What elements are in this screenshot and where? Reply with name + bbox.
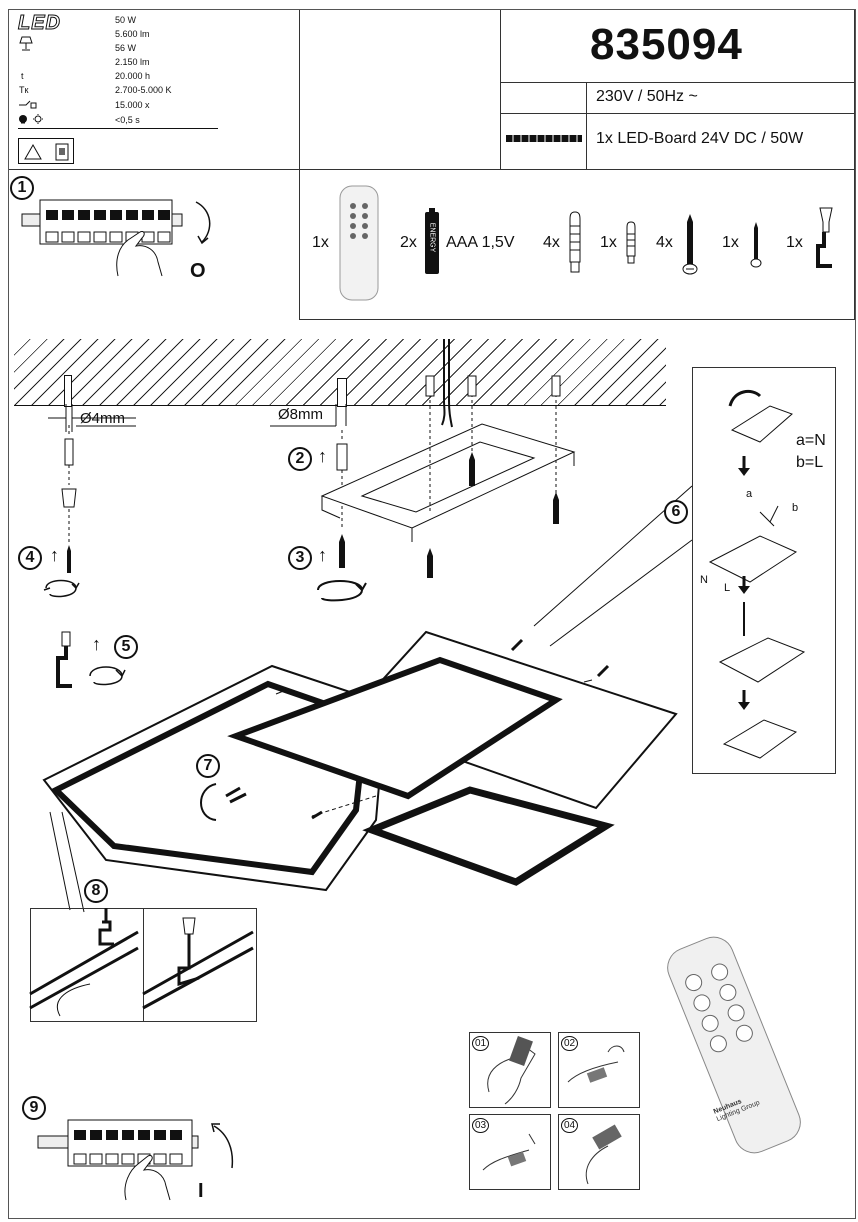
up-arrow-icon: ↑ — [92, 634, 101, 654]
battery-step-drawing — [482, 1133, 536, 1171]
header-divider — [500, 82, 855, 83]
dimension-4mm — [48, 404, 136, 432]
header-empty-cell — [299, 9, 501, 170]
wire-n-label: N — [700, 574, 708, 586]
rotate-screw-icon — [200, 783, 247, 821]
switch-on-label: I — [198, 1180, 204, 1202]
wiring-b-label: b=L — [796, 454, 824, 471]
screw-icon — [682, 214, 698, 276]
wiring-panel — [692, 367, 836, 774]
hook-tool-icon — [814, 206, 840, 276]
wall-plug-icon — [568, 211, 582, 274]
cable-icon — [440, 339, 454, 429]
lifetime-icon: t — [21, 71, 24, 81]
battery-step-panel — [469, 1032, 551, 1108]
step-7-badge: 7 — [196, 754, 220, 778]
drill-hole — [337, 378, 347, 407]
step-1-badge: 1 — [10, 176, 34, 200]
part-qty: 1x — [312, 234, 329, 251]
battery-step-drawing — [487, 1036, 536, 1105]
article-number: 835094 — [590, 20, 743, 69]
rotate-arrow-icon — [89, 666, 126, 686]
small-screw-icon — [750, 222, 762, 268]
color-temp-icon: Tк — [19, 85, 29, 95]
led-board-icon — [506, 135, 582, 142]
hand-icon — [118, 1150, 178, 1202]
rotate-arrow-icon — [317, 580, 367, 602]
remote-control-icon: Neuhaus Lighting Group — [664, 930, 804, 1160]
fuse-box-icon — [21, 198, 183, 246]
part-qty: 1x — [600, 234, 617, 251]
hook-detail-drawing — [29, 908, 139, 1017]
mounting-bracket — [320, 375, 576, 578]
part-qty: 4x — [543, 234, 560, 251]
battery-step-number: 03 — [472, 1118, 490, 1133]
battery-icon: ENERGY — [424, 208, 440, 274]
step-5-badge: 5 — [114, 635, 138, 659]
drill-size-4mm: Ø4mm — [80, 410, 125, 427]
drill-size-8mm: Ø8mm — [278, 406, 323, 423]
remote-control-icon — [338, 184, 380, 302]
part-qty: 1x — [786, 234, 803, 251]
callout-lines — [533, 485, 693, 647]
wire-a-label: a — [746, 488, 753, 500]
battery-step-panel — [558, 1114, 640, 1190]
callout-lines — [49, 811, 85, 913]
screw-icon — [510, 638, 524, 652]
wire-b-label: b — [792, 502, 799, 514]
lamp-drawing — [42, 630, 678, 892]
wiring-a-label: a=N — [796, 432, 826, 449]
hand-icon — [108, 228, 168, 278]
header-col-divider — [586, 82, 587, 170]
screw-icon — [596, 664, 610, 678]
battery-step-number: 01 — [472, 1036, 490, 1051]
step-8-panel-right — [143, 908, 257, 1022]
step-8-badge: 8 — [84, 879, 108, 903]
step-6-badge: 6 — [664, 500, 688, 524]
led-board-text: 1x LED-Board 24V DC / 50W — [596, 130, 804, 147]
step-2-badge: 2 — [288, 447, 312, 471]
small-anchor-assembly — [61, 425, 77, 573]
hook-tool-icon — [56, 631, 72, 688]
battery-step-panel — [558, 1032, 640, 1108]
drill-hole — [64, 375, 72, 407]
recycling-icon — [18, 138, 74, 164]
step-9-badge: 9 — [22, 1096, 46, 1120]
battery-brand: ENERGY — [428, 222, 436, 253]
up-arrow-icon: ↑ — [318, 545, 327, 565]
part-qty: 2x — [400, 234, 417, 251]
spec-divider — [18, 128, 218, 129]
rotate-arrow-icon — [190, 200, 220, 246]
switch-off-label: O — [190, 260, 206, 282]
led-logo: LED — [18, 12, 61, 35]
wire-l-label: L — [724, 582, 731, 594]
step-3-badge: 3 — [288, 546, 312, 570]
small-wall-plug-icon — [626, 221, 636, 264]
part-qty: 4x — [656, 234, 673, 251]
dimension-8mm — [270, 404, 347, 427]
hook-detail-drawing — [142, 917, 254, 1010]
wiring-steps-drawing — [708, 389, 806, 759]
battery-step-number: 04 — [561, 1118, 579, 1133]
battery-step-number: 02 — [561, 1036, 579, 1051]
parts-panel — [299, 169, 855, 320]
rotate-arrow-icon — [208, 1120, 238, 1170]
battery-step-panel — [469, 1114, 551, 1190]
rotate-arrow-icon — [43, 579, 80, 598]
part-qty: 1x — [722, 234, 739, 251]
up-arrow-icon: ↑ — [318, 446, 327, 466]
battery-label: AAA 1,5V — [446, 234, 515, 251]
voltage-text: 230V / 50Hz ~ — [596, 88, 698, 105]
battery-step-drawing — [567, 1045, 625, 1083]
battery-step-drawing — [585, 1124, 622, 1185]
fuse-box-icon — [37, 1118, 199, 1168]
up-arrow-icon: ↑ — [50, 545, 59, 565]
step-4-badge: 4 — [18, 546, 42, 570]
header-divider — [500, 113, 855, 114]
screw-icon — [311, 810, 323, 820]
